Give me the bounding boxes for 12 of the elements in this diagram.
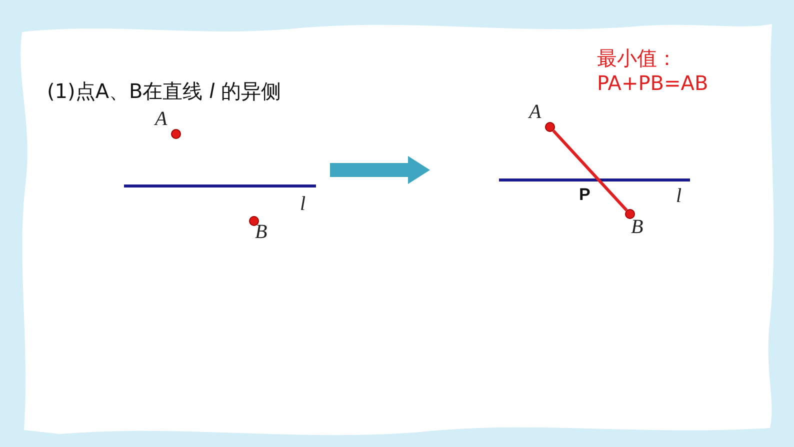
result-text: PA+PB=AB <box>597 71 708 95</box>
point-label: A <box>155 109 168 129</box>
heading-text: (1)点A、B在直线 l 的异侧 <box>47 78 282 104</box>
line-label: l <box>300 194 306 214</box>
line-label: l <box>676 186 682 206</box>
point-label: P <box>579 186 590 203</box>
point-label: A <box>529 102 542 122</box>
result-text: 最小值： <box>597 46 677 70</box>
point-label: B <box>631 217 644 237</box>
line-segment <box>552 130 628 212</box>
point-label: B <box>255 222 268 242</box>
block-arrow <box>330 156 430 184</box>
